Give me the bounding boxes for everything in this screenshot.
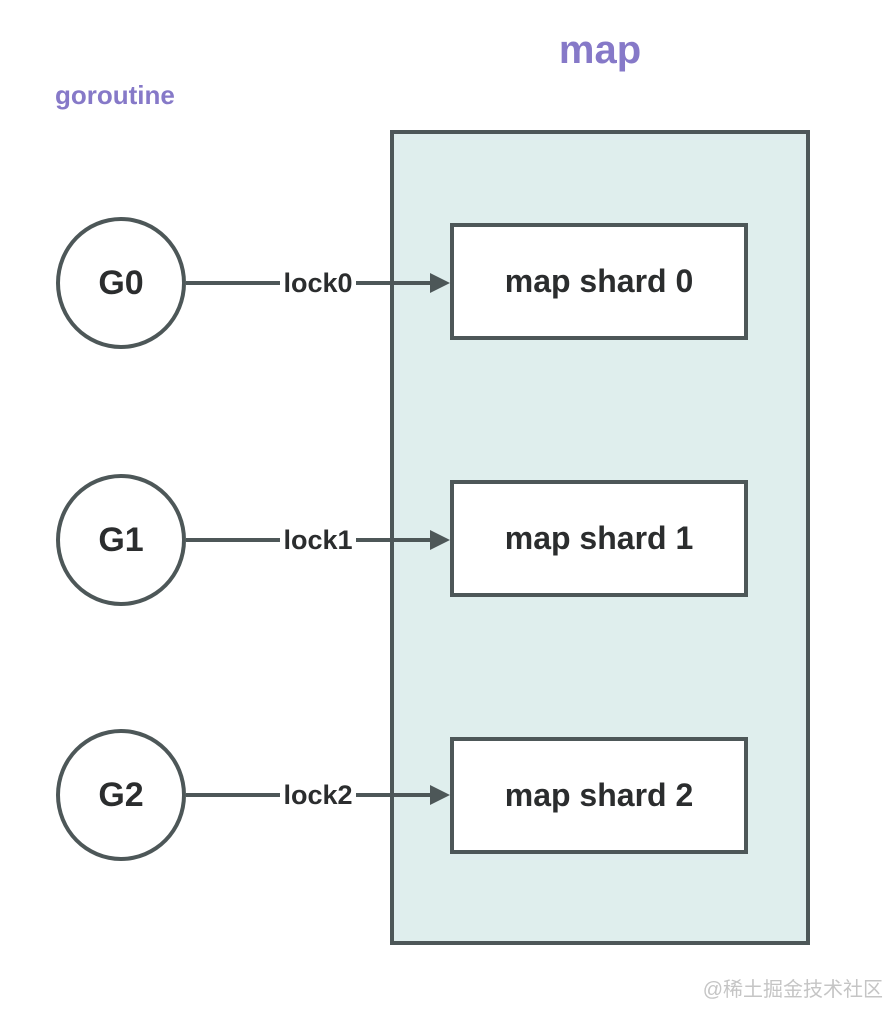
map-shard-2-label: map shard 2 <box>504 777 694 813</box>
goroutine-g2-label: G2 <box>98 775 144 814</box>
arrow-label-lock2: lock2 <box>186 780 450 810</box>
goroutine-g0-label: G0 <box>98 263 144 302</box>
map-shard-0-label: map shard 0 <box>504 263 694 299</box>
map-shard-1-node: map shard 1 <box>450 480 748 597</box>
map-shard-0-node: map shard 0 <box>450 223 748 340</box>
goroutine-g1-label: G1 <box>98 520 144 559</box>
goroutine-lane-label: goroutine <box>55 80 175 110</box>
map-shard-2-node: map shard 2 <box>450 737 748 854</box>
goroutine-node-g1: G1 <box>56 474 186 606</box>
goroutine-node-g0: G0 <box>56 217 186 349</box>
arrow-label-lock0: lock0 <box>186 268 450 298</box>
goroutine-node-g2: G2 <box>56 729 186 861</box>
map-container: map shard 0 map shard 1 map shard 2 <box>390 130 810 945</box>
map-shard-1-label: map shard 1 <box>504 520 694 556</box>
watermark: @稀土掘金技术社区 <box>702 979 883 1001</box>
map-title: map <box>558 28 642 72</box>
arrow-label-lock1: lock1 <box>186 525 450 555</box>
